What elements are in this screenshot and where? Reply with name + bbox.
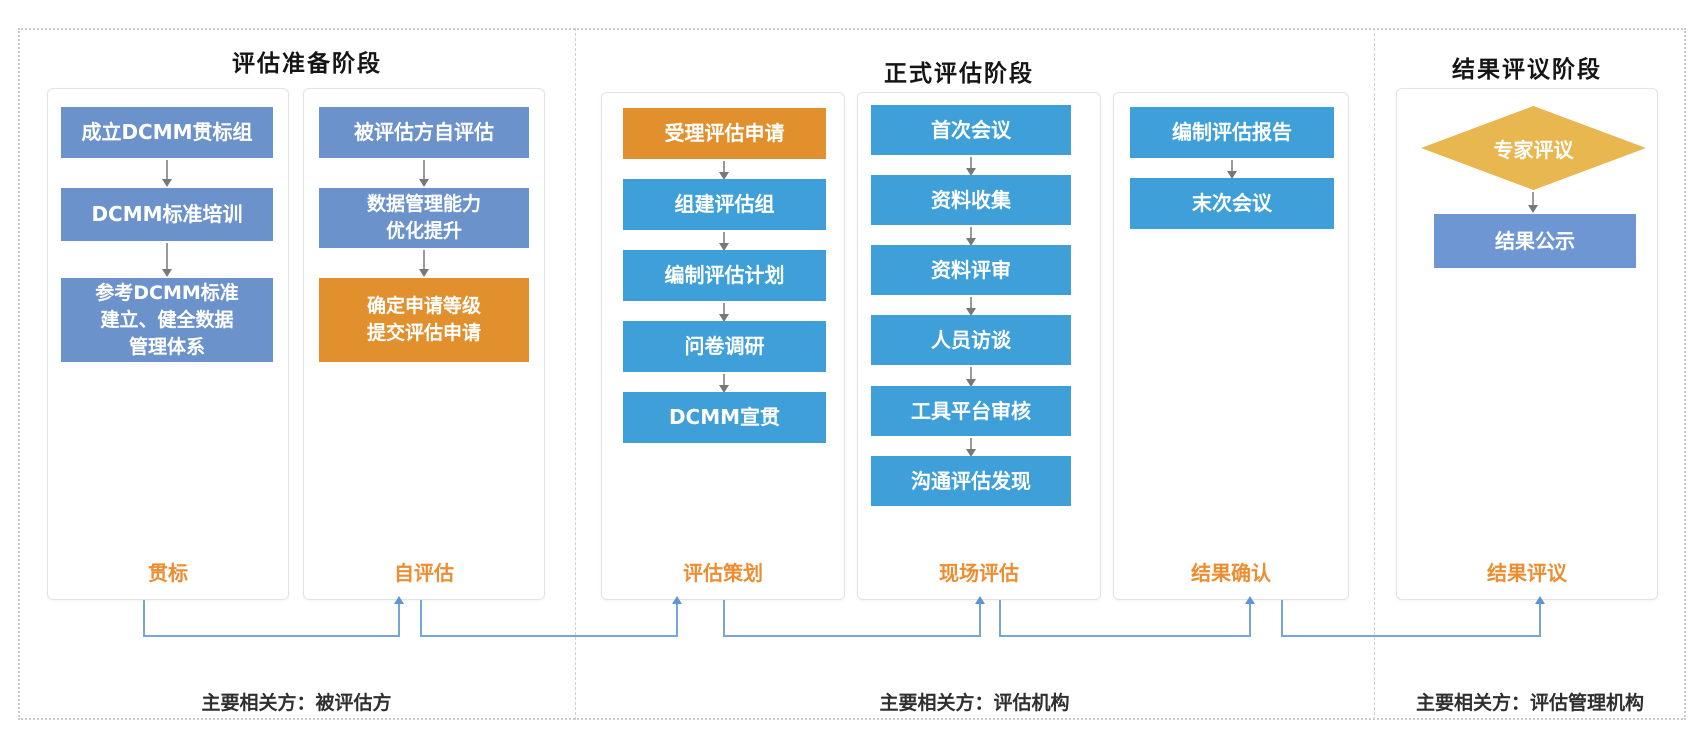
down-arrow-icon <box>723 232 725 244</box>
phase-title-formal-assessment: 正式评估阶段 <box>884 61 1034 87</box>
phase-divider-1 <box>575 28 576 720</box>
down-arrow-icon <box>723 303 725 315</box>
step-setup-dcmm-group: 成立DCMM贯标组 <box>61 107 273 158</box>
step-write-assessment-report: 编制评估报告 <box>1130 107 1334 158</box>
column-label-assessment-planning: 评估策划 <box>683 561 763 585</box>
phase-title-preparation: 评估准备阶段 <box>232 51 382 77</box>
down-arrow-icon <box>970 157 972 169</box>
step-dcmm-promotion: DCMM宣贯 <box>623 392 826 443</box>
phase-divider-2 <box>1374 28 1375 720</box>
phase-title-result-review: 结果评议阶段 <box>1452 57 1602 83</box>
card-assessment-planning: 受理评估申请 组建评估组 编制评估计划 问卷调研 DCMM宣贯 评估策划 <box>601 92 845 600</box>
stakeholder-label-assessment-agency: 主要相关方：评估机构 <box>879 692 1070 714</box>
stakeholder-label-assessment-admin-agency: 主要相关方：评估管理机构 <box>1415 692 1644 714</box>
down-arrow-icon <box>423 250 425 270</box>
down-arrow-icon <box>166 243 168 270</box>
column-label-implementation: 贯标 <box>148 561 188 585</box>
step-form-assessment-team: 组建评估组 <box>623 179 826 230</box>
card-result-review: 专家评议 结果公示 结果评议 <box>1396 88 1658 600</box>
diamond-expert-review: 专家评议 <box>1421 106 1646 190</box>
card-self-assessment: 被评估方自评估 数据管理能力 优化提升 确定申请等级 提交评估申请 自评估 <box>303 88 545 600</box>
up-arrow-icon <box>1245 596 1255 604</box>
step-result-publicity: 结果公示 <box>1434 214 1636 268</box>
step-dcmm-standard-training: DCMM标准培训 <box>61 188 273 241</box>
down-arrow-icon <box>970 367 972 380</box>
step-submit-application: 确定申请等级 提交评估申请 <box>319 278 529 362</box>
stakeholder-label-assessed-party: 主要相关方：被评估方 <box>201 692 392 714</box>
step-self-assessment: 被评估方自评估 <box>319 107 529 158</box>
down-arrow-icon <box>423 160 425 180</box>
step-first-meeting: 首次会议 <box>871 105 1071 155</box>
step-data-collection: 资料收集 <box>871 175 1071 225</box>
up-arrow-icon <box>672 596 682 604</box>
step-accept-application: 受理评估申请 <box>623 108 826 159</box>
step-capability-improvement: 数据管理能力 优化提升 <box>319 188 529 248</box>
column-label-onsite-assessment: 现场评估 <box>939 561 1019 585</box>
down-arrow-icon <box>1231 160 1233 172</box>
step-make-assessment-plan: 编制评估计划 <box>623 250 826 301</box>
card-result-confirmation: 编制评估报告 末次会议 结果确认 <box>1113 92 1349 600</box>
card-implementation: 成立DCMM贯标组 DCMM标准培训 参考DCMM标准 建立、健全数据 管理体系… <box>47 88 289 600</box>
up-arrow-icon <box>975 596 985 604</box>
step-personnel-interviews: 人员访谈 <box>871 315 1071 365</box>
step-build-data-mgmt-system: 参考DCMM标准 建立、健全数据 管理体系 <box>61 278 273 362</box>
down-arrow-icon <box>1532 192 1534 206</box>
step-final-meeting: 末次会议 <box>1130 178 1334 229</box>
down-arrow-icon <box>970 297 972 309</box>
column-label-result-review: 结果评议 <box>1487 561 1567 585</box>
down-arrow-icon <box>166 160 168 180</box>
down-arrow-icon <box>723 161 725 173</box>
outer-dashed-border <box>18 28 1686 720</box>
down-arrow-icon <box>970 227 972 239</box>
up-arrow-icon <box>394 596 404 604</box>
up-arrow-icon <box>1535 596 1545 604</box>
step-communicate-findings: 沟通评估发现 <box>871 456 1071 506</box>
down-arrow-icon <box>723 374 725 386</box>
step-data-review: 资料评审 <box>871 245 1071 295</box>
step-tool-platform-audit: 工具平台审核 <box>871 386 1071 436</box>
column-label-self-assessment: 自评估 <box>394 561 454 585</box>
down-arrow-icon <box>970 438 972 450</box>
card-onsite-assessment: 首次会议 资料收集 资料评审 人员访谈 工具平台审核 沟通评估发现 现场评估 <box>857 92 1101 600</box>
step-questionnaire-survey: 问卷调研 <box>623 321 826 372</box>
column-label-result-confirmation: 结果确认 <box>1191 561 1271 585</box>
